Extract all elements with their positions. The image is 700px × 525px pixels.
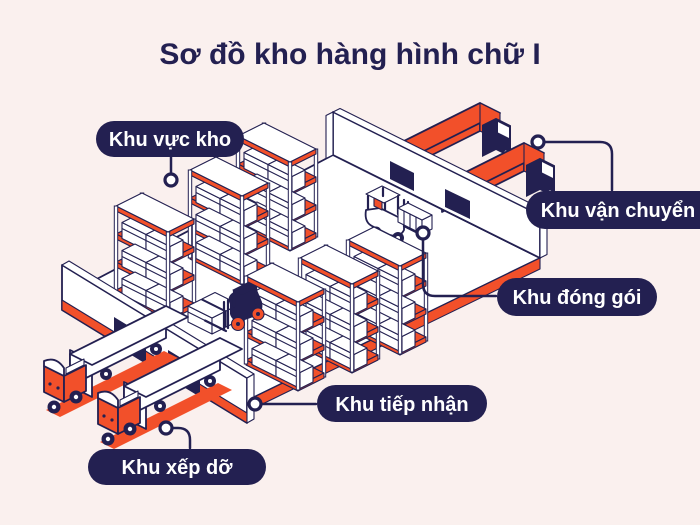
dock-window	[390, 161, 414, 191]
label-text: Khu tiếp nhận	[335, 394, 468, 416]
connector-khu-van-chuyen	[543, 140, 614, 192]
forklift-storage	[187, 282, 265, 335]
connectors	[158, 134, 614, 450]
label-text: Khu vực kho	[109, 129, 231, 151]
label-text: Khu đóng gói	[513, 287, 642, 309]
connector-khu-dong-goi	[421, 238, 498, 298]
dock-window	[445, 189, 470, 219]
label-text: Khu xếp dỡ	[122, 457, 234, 479]
ne-wall	[325, 107, 548, 259]
label-khu-dong-goi: Khu đóng gói	[497, 278, 657, 316]
connector-khu-xep-do	[171, 426, 192, 450]
page-title: Sơ đồ kho hàng hình chữ I	[159, 38, 540, 71]
label-text: Khu vận chuyển	[541, 200, 695, 222]
label-khu-van-chuyen: Khu vận chuyển	[526, 191, 700, 229]
label-khu-vuc-kho: Khu vực kho	[96, 121, 244, 157]
label-khu-tiep-nhan: Khu tiếp nhận	[317, 385, 487, 422]
label-khu-xep-do: Khu xếp dỡ	[88, 449, 266, 485]
